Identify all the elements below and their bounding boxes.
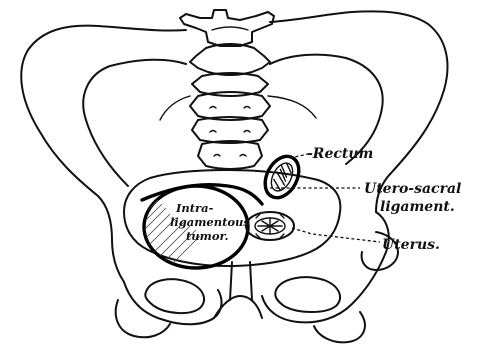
left-ilium [21, 26, 190, 282]
rectum-outer-wall [258, 151, 305, 204]
rectum [258, 151, 305, 204]
vertebra-top-detail [212, 27, 248, 30]
left-iliac-inner-margin [83, 60, 186, 186]
labels: -Rectum Utero-sacral ligament. Uterus. I… [170, 146, 461, 253]
label-rectum: -Rectum [307, 146, 373, 162]
label-tumor-line2: ligamentous [170, 215, 250, 229]
sacral-segment-3 [198, 141, 262, 169]
label-uterus: Uterus. [382, 237, 440, 253]
right-sacroiliac-edge [268, 96, 316, 118]
label-utero-sacral-line2: ligament. [380, 199, 455, 215]
rectum-mucosal-folds [270, 161, 294, 190]
uterus [246, 212, 294, 240]
leader-lines [270, 154, 380, 242]
uterus-leader [292, 228, 380, 242]
label-tumor-line1: Intra- [175, 201, 214, 215]
left-obturator-foramen [145, 279, 204, 313]
pubic-symphysis [230, 262, 252, 300]
vertebra-top [180, 10, 274, 46]
sacral-foramina [210, 107, 250, 157]
ischial-tuberosity-right [314, 312, 365, 342]
left-sacroiliac-edge [160, 96, 190, 120]
spine [180, 10, 274, 169]
right-obturator-foramen [275, 277, 340, 312]
uterus-striations [256, 214, 284, 238]
lumbar-vertebra-2 [190, 44, 270, 75]
label-tumor-line3: tumor. [186, 229, 229, 243]
left-ischium [124, 282, 221, 324]
pubis [116, 212, 398, 342]
left-iliac-crest [21, 26, 186, 282]
right-ischium [262, 212, 389, 322]
label-utero-sacral-line1: Utero-sacral [364, 181, 461, 197]
